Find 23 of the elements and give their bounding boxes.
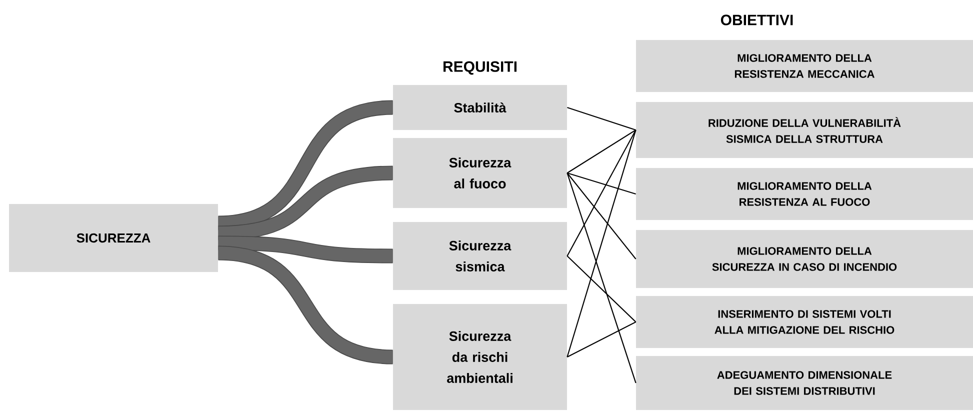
connector-line (566, 172, 636, 260)
objective-box: ADEGUAMENTO DIMENSIONALE DEI SISTEMI DISTRIBUTIVI (636, 356, 973, 410)
objective-box: MIGLIORAMENTO DELLA RESISTENZA AL FUOCO (636, 168, 973, 220)
column-heading: OBIETTIVI (720, 14, 793, 26)
objective-box: RIDUZIONE DELLA VULNERABILITÀ SISMICA DELLA STRUTTURA (636, 102, 973, 158)
band-connector (218, 246, 394, 364)
objective-box: INSERIMENTO DI SISTEMI VOLTI ALLA MITIGAZIONE DEL RISCHIO (636, 296, 973, 348)
requirement-box: Sicurezza da rischi ambientali (393, 304, 567, 410)
objective-box: MIGLIORAMENTO DELLA SICUREZZA IN CASO DI INCENDIO (636, 230, 973, 288)
category-box: SICUREZZA (9, 204, 218, 272)
connector-line (566, 172, 636, 384)
connector-line (566, 322, 636, 358)
connector-line (566, 256, 636, 322)
requirement-box: Stabilità (393, 85, 567, 130)
connector-line (566, 130, 636, 358)
requirement-box: Sicurezza al fuoco (393, 138, 567, 208)
objective-box: MIGLIORAMENTO DELLA RESISTENZA MECCANICA (636, 40, 973, 92)
connector-line (567, 172, 636, 195)
connector-line (566, 130, 636, 174)
band-connector (218, 236, 393, 264)
connector-line (567, 106, 636, 131)
connector-line (566, 130, 636, 256)
requirement-box: Sicurezza sismica (393, 222, 567, 290)
